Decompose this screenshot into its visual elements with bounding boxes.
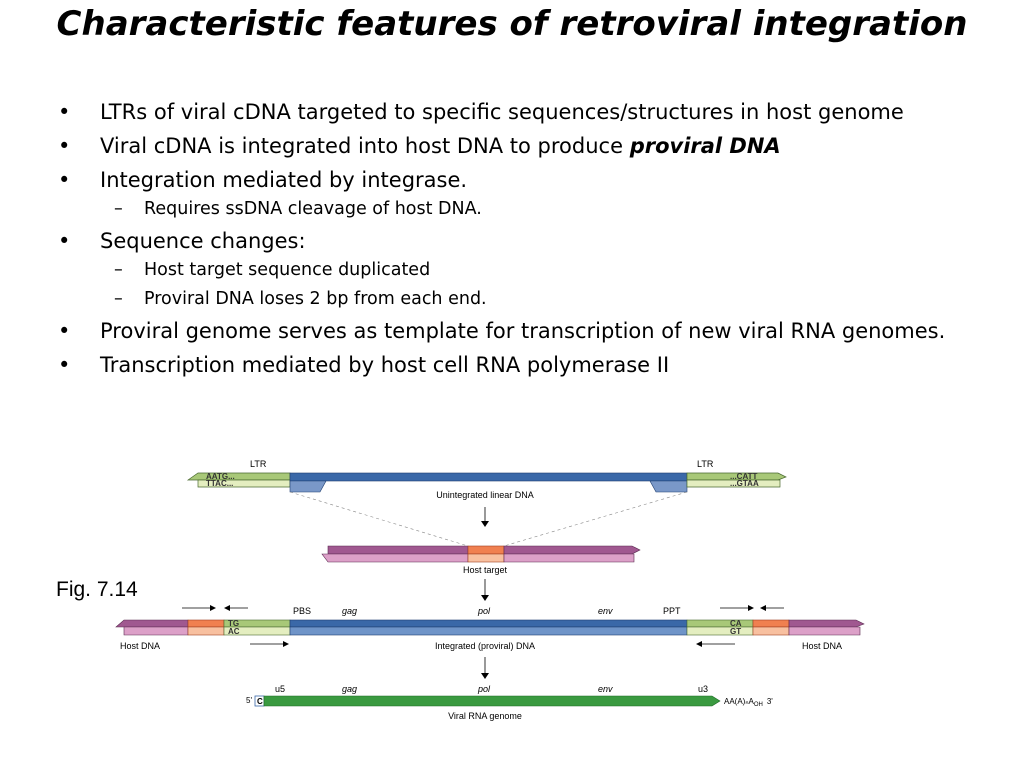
- pbs-label: PBS: [293, 606, 311, 616]
- ca-seq: CA: [730, 619, 742, 628]
- direction-arrow-head: [210, 605, 216, 611]
- host-target-site-bottom: [467, 553, 505, 563]
- slide-title: Characteristic features of retroviral in…: [56, 4, 968, 44]
- bullet-text: Sequence changes:: [100, 229, 306, 253]
- dashed-guide-right: [503, 491, 688, 547]
- rna-pol-label: pol: [477, 684, 491, 694]
- bullet-list: LTRs of viral cDNA targeted to specific …: [58, 99, 958, 386]
- dup-target-right-bottom: [752, 626, 790, 636]
- sub-bullet-target-duplicated: Host target sequence duplicated: [100, 258, 958, 282]
- host-dna-right-bottom: [788, 626, 861, 636]
- integrated-label: Integrated (proviral) DNA: [435, 641, 535, 651]
- arrow-head: [481, 595, 489, 601]
- dashed-guide-left: [289, 491, 469, 547]
- u5-label: u5: [275, 684, 285, 694]
- arrow-head: [481, 673, 489, 679]
- three-prime-label: 3': [767, 697, 773, 706]
- direction-arrow-head: [283, 641, 289, 647]
- ppt-label: PPT: [663, 606, 681, 616]
- u3-label: u3: [698, 684, 708, 694]
- rna-genome-label: Viral RNA genome: [448, 711, 522, 721]
- bullet-integrase: Integration mediated by integrase. Requi…: [58, 167, 958, 221]
- rna-gag-label: gag: [342, 684, 357, 694]
- bullet-text: LTRs of viral cDNA targeted to specific …: [100, 100, 904, 124]
- ltr-left-label: LTR: [250, 459, 267, 469]
- dup-target-left-bottom: [187, 626, 225, 636]
- sub-list: Requires ssDNA cleavage of host DNA.: [100, 197, 958, 221]
- sub-bullet-ssdna-cleavage: Requires ssDNA cleavage of host DNA.: [100, 197, 958, 221]
- cap-label: C: [257, 697, 263, 706]
- dup-target-left-top: [187, 619, 225, 628]
- unintegrated-label: Unintegrated linear DNA: [436, 490, 534, 500]
- sub-list: Host target sequence duplicated Proviral…: [100, 258, 958, 311]
- rna-env-label: env: [598, 684, 613, 694]
- host-dna-left-label: Host DNA: [120, 641, 160, 651]
- host-dna-right-label: Host DNA: [802, 641, 842, 651]
- viral-rna-strand: [263, 695, 721, 707]
- oh-label: OH: [754, 702, 763, 708]
- ltr-right-top: [686, 472, 787, 481]
- five-prime-label: 5': [246, 696, 252, 705]
- bullet-proviral-dna: Viral cDNA is integrated into host DNA t…: [58, 133, 958, 160]
- host-target-label: Host target: [463, 565, 508, 575]
- polya-tail: AA(A)ₙAOH 3': [724, 697, 773, 708]
- bullet-text: Transcription mediated by host cell RNA …: [100, 353, 670, 377]
- integration-diagram: LTR LTR AATG... TTAC... ...CATT ...GTAA …: [115, 459, 865, 721]
- bullet-sequence-changes: Sequence changes: Host target sequence d…: [58, 228, 958, 311]
- arrow-head: [481, 521, 489, 527]
- bullet-text: Viral cDNA is integrated into host DNA t…: [100, 134, 630, 158]
- gag-label: gag: [342, 606, 357, 616]
- polya-label: AA(A)ₙA: [724, 697, 755, 706]
- provirus-body-top: [289, 619, 688, 628]
- host-dna-left-bottom: [123, 626, 189, 636]
- seq-left-top: AATG...: [206, 472, 235, 481]
- provirus-ltr-right-top: [686, 619, 754, 628]
- tg-seq: TG: [228, 619, 239, 628]
- bullet-rna-pol-ii: Transcription mediated by host cell RNA …: [58, 352, 958, 379]
- bullet-template: Proviral genome serves as template for t…: [58, 318, 958, 345]
- direction-arrow-head: [760, 605, 766, 611]
- seq-left-bottom: TTAC...: [206, 479, 233, 488]
- env-label: env: [598, 606, 613, 616]
- host-target-bottom-right: [503, 553, 635, 563]
- viral-dna-left-tail: [289, 480, 327, 493]
- ltr-left-top: [186, 472, 291, 481]
- figure-label: Fig. 7.14: [56, 578, 138, 601]
- host-target-top-right: [503, 545, 641, 555]
- viral-dna-body-top: [289, 472, 688, 482]
- sub-bullet-loses-2bp: Proviral DNA loses 2 bp from each end.: [100, 287, 958, 311]
- gt-seq: GT: [730, 627, 741, 636]
- pol-label: pol: [477, 606, 491, 616]
- seq-right-bottom: ...GTAA: [730, 479, 759, 488]
- ltr-right-label: LTR: [697, 459, 714, 469]
- ltr-right-bottom: [686, 479, 781, 488]
- provirus-ltr-right-bottom: [686, 626, 754, 636]
- host-dna-left-top: [115, 619, 189, 628]
- bullet-text: Integration mediated by integrase.: [100, 168, 468, 192]
- emphasis-proviral-dna: proviral DNA: [629, 134, 781, 158]
- host-target-bottom-left: [321, 553, 469, 563]
- dup-target-right-top: [752, 619, 790, 628]
- host-dna-right-top: [788, 619, 865, 628]
- ac-seq: AC: [228, 627, 240, 636]
- seq-right-top: ...CATT: [730, 472, 758, 481]
- direction-arrow-head: [748, 605, 754, 611]
- bullet-ltr-targeting: LTRs of viral cDNA targeted to specific …: [58, 99, 958, 126]
- host-target-top-left: [327, 545, 469, 555]
- viral-dna-right-tail: [649, 480, 688, 493]
- host-target-site-top: [467, 545, 505, 555]
- bullet-text: Proviral genome serves as template for t…: [100, 319, 946, 343]
- direction-arrow-head: [224, 605, 230, 611]
- provirus-body-bottom: [289, 626, 688, 636]
- direction-arrow-head: [696, 641, 702, 647]
